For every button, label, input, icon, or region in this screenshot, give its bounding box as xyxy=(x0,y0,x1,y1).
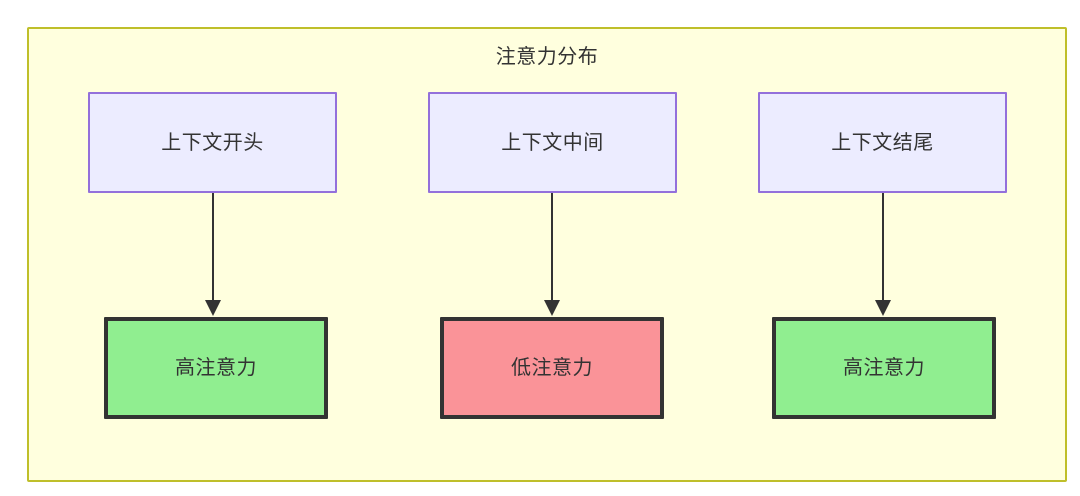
node-context-start[interactable]: 上下文开头 xyxy=(88,92,337,193)
node-attention-middle[interactable]: 低注意力 xyxy=(440,317,664,419)
node-context-middle[interactable]: 上下文中间 xyxy=(428,92,677,193)
node-attention-end[interactable]: 高注意力 xyxy=(772,317,996,419)
node-attention-start[interactable]: 高注意力 xyxy=(104,317,328,419)
node-attention-end-label: 高注意力 xyxy=(843,357,925,379)
node-context-end-label: 上下文结尾 xyxy=(831,131,934,154)
node-context-start-label: 上下文开头 xyxy=(161,131,264,154)
node-attention-start-label: 高注意力 xyxy=(175,357,257,379)
node-context-end[interactable]: 上下文结尾 xyxy=(758,92,1007,193)
node-context-middle-label: 上下文中间 xyxy=(501,131,604,154)
cluster-title: 注意力分布 xyxy=(495,46,599,68)
node-attention-middle-label: 低注意力 xyxy=(511,357,593,379)
